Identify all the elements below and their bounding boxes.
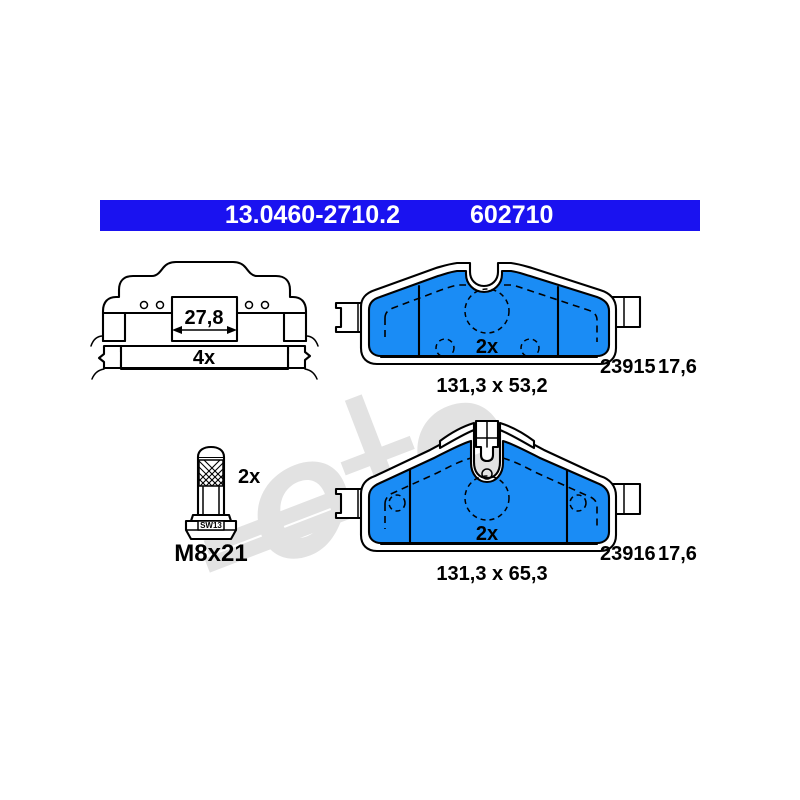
pad-lower-center-hole [464,475,510,521]
pad-upper-friction-material [367,269,611,358]
pad-lower-wva-number: 23916 [600,543,656,565]
header-band: 13.0460-2710.2 602710 [100,200,700,231]
pad-upper-center-hole [464,288,510,334]
bolt-size-label: M8x21 [174,540,247,567]
guide-bolt-assembly: SW13 2x M8x21 [174,445,260,567]
clip-quantity-label: 4x [193,347,215,369]
pad-upper-quantity-label: 2x [476,336,498,358]
pad-upper-hole-left [435,338,455,358]
pad-lower-sensor-wing-left [438,421,476,450]
bolt-quantity-label: 2x [238,466,260,488]
pad-lower-inner-contour [384,457,598,529]
clip-rivet-3 [244,300,254,310]
pad-lower-registered-mark [481,468,493,480]
bolt-thread-hatch [198,459,224,487]
pad-lower-sensor-wing-right [498,421,536,450]
clip-rivet-4 [260,300,270,310]
pad-upper-thickness: 17,6 [658,356,697,378]
pad-lower-thickness: 17,6 [658,543,697,565]
clip-rivet-1 [139,300,149,310]
pad-upper-dimension-label: 131,3 x 53,2 [436,375,547,397]
clip-dimension-label: 27,8 [185,307,224,329]
pad-lower-friction-material [367,439,611,545]
pad-lower-hole-right [569,494,587,512]
pad-lower-quantity-label: 2x [476,523,498,545]
clip-rivet-2 [155,300,165,310]
header-background [100,200,700,231]
pad-lower-wear-sensor [474,419,500,463]
pad-lower-hole-left [388,494,406,512]
spring-clip-assembly: 27,8 4x [90,260,319,380]
brake-pad-upper: 2x 131,3 x 53,2 23915 17,6 [334,261,697,397]
pad-upper-wva-number: 23915 [600,356,656,378]
pad-upper-hole-right [520,338,540,358]
bolt-head-marking-plate [197,520,225,531]
clip-dimension-27-8: 27,8 [172,307,237,334]
brake-pad-lower: 2x 131,3 x 65,3 23916 17,6 [334,419,697,585]
pad-lower-dimension-label: 131,3 x 65,3 [436,563,547,585]
header-reference-number: 602710 [470,201,553,229]
bolt-head-marking: SW13 [200,521,222,530]
pad-upper-inner-contour [384,284,598,342]
header-part-number: 13.0460-2710.2 [225,201,400,229]
